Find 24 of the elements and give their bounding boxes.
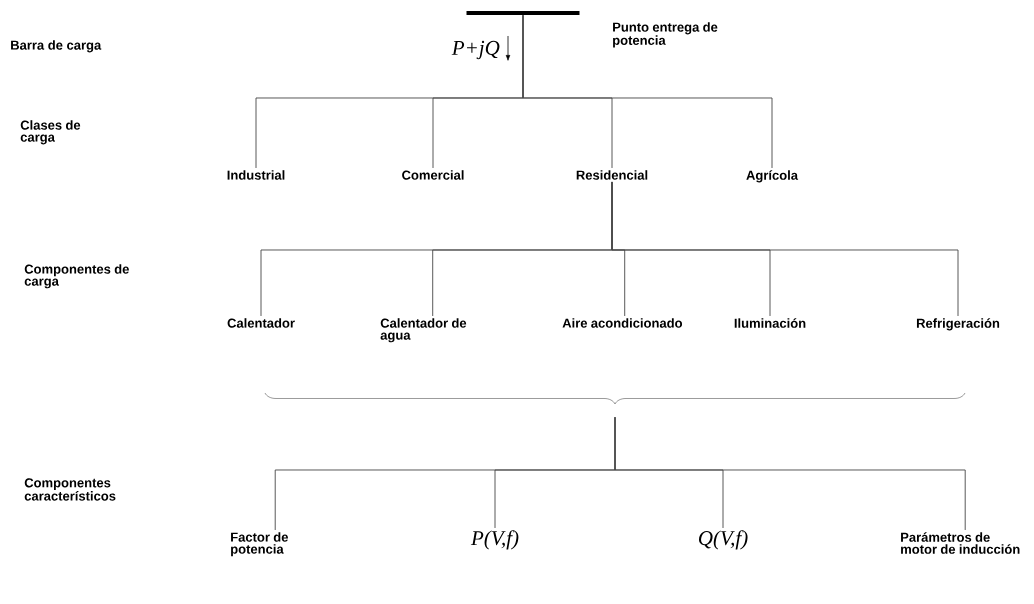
curly-brace: [264, 392, 966, 405]
node-label: Calentador: [227, 318, 295, 328]
node-label: Calentador de agua: [380, 318, 467, 343]
node-label: Factor de potencia: [231, 532, 288, 557]
connector-line: [522, 14, 773, 169]
node-label: Parámetros de motor de inducción: [901, 532, 1020, 554]
formula: Q(V,f): [699, 530, 748, 550]
power-formula: P+jQ: [451, 40, 500, 60]
level-label: Barra de carga: [11, 40, 102, 53]
node-label: Industrial: [227, 170, 285, 180]
node-label: Agrícola: [746, 170, 799, 183]
node-label: Aire acondicionado: [562, 318, 683, 328]
node-label: Residencial: [576, 170, 648, 180]
formula: P(V,f): [470, 530, 519, 550]
level-label: Clases de carga: [20, 120, 81, 145]
connector-line: [611, 181, 959, 317]
level-label: Componentes característicos: [24, 478, 116, 501]
node-label: Comercial: [402, 170, 464, 180]
note: Punto entrega de potencia: [613, 22, 718, 48]
level-label: Componentes de carga: [24, 264, 129, 289]
node-label: Iluminación: [734, 318, 806, 328]
connector-line: [614, 416, 966, 531]
node-label: Refrigeración: [916, 318, 1000, 331]
bus-bar: [466, 11, 580, 15]
